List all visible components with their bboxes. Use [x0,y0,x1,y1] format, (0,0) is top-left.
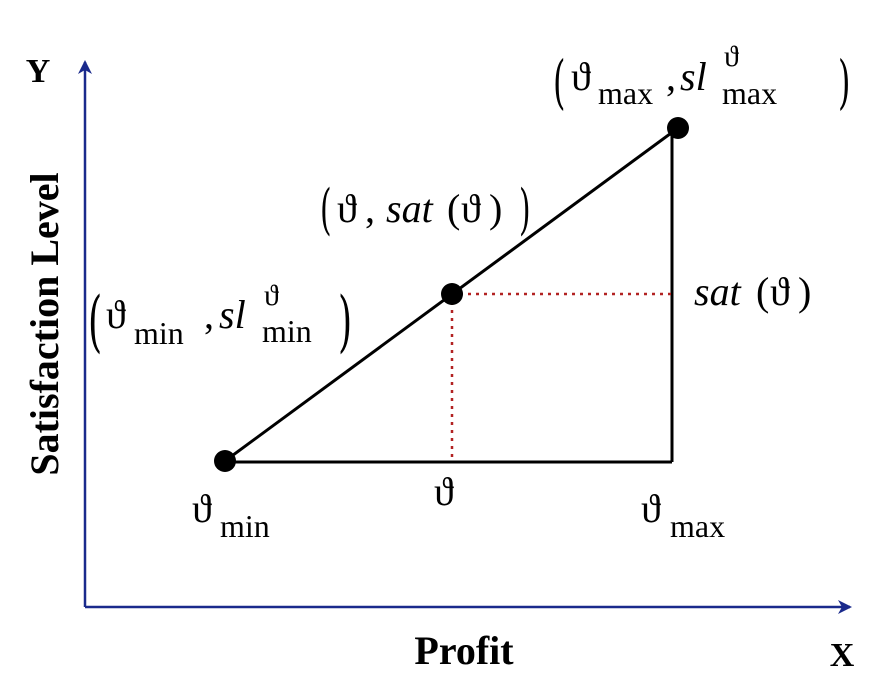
point-max [667,117,689,139]
x-axis-title: Profit [414,628,514,673]
svg-text:ϑ: ϑ [434,469,454,514]
svg-text:max: max [598,75,653,111]
svg-text:ϑ: ϑ [770,269,790,314]
svg-text:,: , [666,54,676,99]
svg-text:sat: sat [386,186,434,231]
point-mid [441,283,463,305]
label-point-max: ( ϑ max , sl ϑ max ) [553,40,850,117]
tick-label-theta-max: ϑ max [641,486,725,544]
svg-text:): ) [338,283,352,360]
svg-text:min: min [134,315,184,351]
svg-text:ϑ: ϑ [192,486,212,531]
tick-label-theta: ϑ [434,469,454,514]
svg-text:): ) [838,50,850,117]
svg-text:sl: sl [680,54,707,99]
svg-text:ϑ: ϑ [571,54,591,99]
svg-text:,: , [204,292,214,337]
y-axis-letter: Y [26,53,51,90]
label-point-mid: ( ϑ , sat ( ϑ ) ) [320,180,531,242]
svg-text:max: max [722,75,777,111]
svg-text:max: max [670,508,725,544]
svg-text:(: ( [88,283,102,360]
svg-text:ϑ: ϑ [106,292,126,337]
svg-text:min: min [262,313,312,349]
y-axis-title: Satisfaction Level [22,172,67,475]
svg-text:ϑ: ϑ [337,186,357,231]
svg-text:(: ( [320,180,332,242]
label-height-sat: sat ( ϑ ) [694,269,811,314]
svg-text:sat: sat [694,269,742,314]
svg-text:ϑ: ϑ [724,40,739,73]
svg-text:): ) [798,269,811,314]
svg-text:ϑ: ϑ [264,279,279,312]
svg-text:,: , [365,186,375,231]
svg-text:(: ( [553,50,565,117]
svg-text:ϑ: ϑ [461,186,481,231]
point-min [214,450,236,472]
label-point-min: ( ϑ min , sl ϑ min ) [88,279,352,360]
svg-text:(: ( [756,269,769,314]
svg-text:): ) [519,180,531,242]
svg-text:ϑ: ϑ [641,486,661,531]
x-axis-letter: X [830,637,855,674]
svg-text:sl: sl [219,292,246,337]
svg-text:): ) [489,186,502,231]
svg-text:(: ( [447,186,460,231]
svg-text:min: min [220,508,270,544]
tick-label-theta-min: ϑ min [192,486,270,544]
